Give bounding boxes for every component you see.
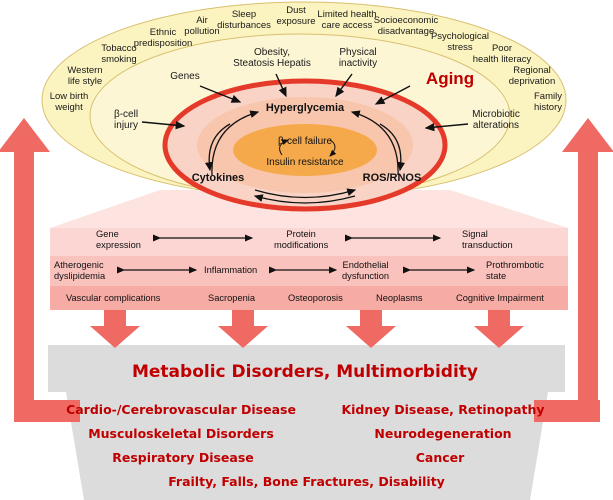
- down-arrow-icon: [90, 310, 524, 348]
- curved-arrow-icon: [379, 123, 406, 172]
- band-neoplasms: Neoplasms: [376, 293, 423, 303]
- core-cytokines: Cytokines: [191, 172, 245, 184]
- factor-family-history: Family history: [534, 91, 562, 113]
- curved-arrow-icon: [254, 188, 357, 199]
- factor-microbiotic: Microbiotic alterations: [472, 109, 520, 131]
- curved-arrow-icon: [350, 110, 399, 176]
- band-gene-expression: Gene expression: [96, 229, 141, 250]
- disease-cardio: Cardio-/Cerebrovascular Disease: [66, 402, 296, 417]
- factor-socioeconomic: Socioeconomic disadvantage: [373, 15, 439, 37]
- factor-western-life-style: Western life style: [67, 65, 103, 87]
- disease-frailty: Frailty, Falls, Bone Fractures, Disabili…: [168, 474, 445, 489]
- disease-funnel: [48, 345, 565, 500]
- core-ros-rnos: ROS/RNOS: [362, 172, 422, 184]
- disease-neurodegeneration: Neurodegeneration: [374, 426, 512, 441]
- factor-physical-inactivity: Physical inactivity: [338, 47, 378, 69]
- factor-obesity: Obesity, Steatosis Hepatis: [233, 47, 311, 69]
- band-inflammation: Inflammation: [204, 265, 258, 275]
- curved-arrow-icon: [329, 139, 337, 157]
- band-osteoporosis: Osteoporosis: [288, 293, 343, 303]
- factor-psychological-stress: Psychological stress: [430, 31, 490, 53]
- arrow-microbiotic: [424, 123, 469, 132]
- factor-sleep-disturbances: Sleep disturbances: [217, 9, 271, 31]
- band-row-1: [50, 228, 568, 256]
- band-row-3: [50, 286, 568, 310]
- disease-musculoskeletal: Musculoskeletal Disorders: [88, 426, 274, 441]
- factor-ethnic-predisposition: Ethnic predisposition: [133, 27, 193, 49]
- arrow-obesity: [275, 73, 287, 98]
- arrow-beta-injury: [141, 121, 186, 130]
- band-vascular-complications: Vascular complications: [66, 293, 161, 303]
- arrow-physical: [335, 73, 353, 98]
- core-center: [233, 124, 377, 176]
- band-sacropenia: Sacropenia: [208, 293, 256, 303]
- arrow-genes: [199, 85, 242, 103]
- band-cognitive-impairment: Cognitive Impairment: [456, 293, 544, 303]
- factor-beta-cell-injury: β-cell injury: [113, 109, 139, 131]
- disease-kidney: Kidney Disease, Retinopathy: [341, 402, 545, 417]
- factor-low-birth-weight: Low birth weight: [49, 91, 89, 113]
- band-protein-modifications: Protein modifications: [274, 229, 329, 250]
- disease-title: Metabolic Disorders, Multimorbidity: [131, 362, 479, 382]
- band-signal-transduction: Signal transduction: [462, 229, 513, 250]
- band-prothrombotic-state: Prothrombotic state: [486, 260, 544, 281]
- curved-arrow-icon: [279, 139, 289, 156]
- band-endothelial-dysfunction: Endothelial dysfunction: [342, 260, 390, 281]
- disease-respiratory: Respiratory Disease: [112, 450, 254, 465]
- feedback-arrow-icon: [0, 118, 613, 422]
- arrow-aging: [374, 85, 411, 105]
- factor-aging: Aging: [425, 69, 475, 88]
- curved-arrow-icon: [253, 194, 356, 204]
- factor-regional-deprivation: Regional deprivation: [508, 65, 556, 87]
- band-atherogenic-dyslipidemia: Atherogenic dyslipidemia: [54, 260, 106, 281]
- factor-limited-health-care: Limited health care access: [317, 9, 377, 31]
- disease-cancer: Cancer: [415, 450, 465, 465]
- curved-arrow-icon: [211, 110, 260, 176]
- core-beta-cell-failure: β-cell failure: [277, 136, 333, 147]
- factor-poor-health-literacy: Poor health literacy: [472, 43, 532, 65]
- factor-air-pollution: Air pollution: [184, 15, 220, 37]
- factor-genes: Genes: [170, 71, 200, 82]
- curved-arrow-icon: [204, 123, 231, 172]
- factor-tobacco-smoking: Tobacco smoking: [101, 43, 137, 65]
- factor-dust-exposure: Dust exposure: [276, 5, 316, 27]
- core-insulin-resistance: Insulin resistance: [266, 157, 344, 168]
- core-hyperglycemia: Hyperglycemia: [265, 102, 345, 114]
